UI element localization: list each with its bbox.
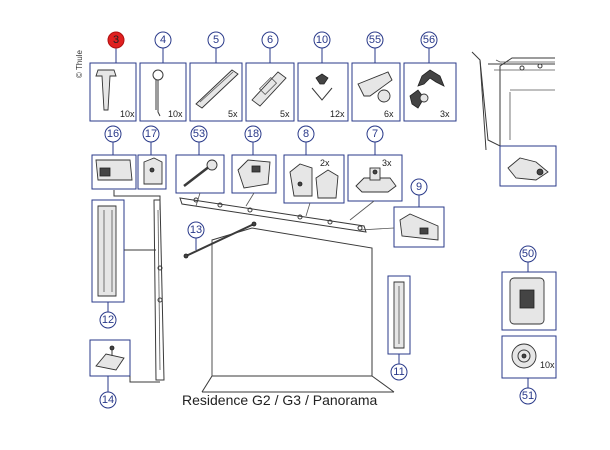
part-9-group: 9 — [393, 178, 445, 248]
part-56-group: 56 3x — [409, 31, 450, 119]
brand-label: © Thule — [75, 49, 84, 78]
callout-18-label: 18 — [247, 128, 259, 140]
part-3-group: 3 10x — [95, 31, 135, 119]
leg-pole — [153, 199, 165, 381]
callout-13-label: 13 — [190, 224, 202, 236]
callout-11-circle[interactable] — [390, 363, 408, 381]
part-51-group: 10x 51 — [501, 335, 557, 405]
callout-11-label: 11 — [393, 366, 404, 378]
callout-17-label: 17 — [145, 128, 157, 140]
qty-7: 3x — [382, 158, 392, 168]
callout-14-label: 14 — [102, 394, 114, 406]
callout-50-label: 50 — [522, 248, 534, 260]
callout-5-label: 5 — [213, 34, 219, 46]
part-10-group: 10 12x — [311, 31, 345, 119]
clip-icon — [315, 73, 329, 85]
qty-56: 3x — [440, 109, 450, 119]
callout-8-circle[interactable] — [297, 125, 315, 143]
callout-53-circle[interactable] — [190, 125, 208, 143]
qty-10: 12x — [330, 109, 345, 119]
part-12-group: 12 — [91, 199, 156, 329]
callout-10-label: 10 — [316, 34, 328, 46]
qty-55: 6x — [384, 109, 394, 119]
callout-56-label: 56 — [423, 34, 435, 46]
end-bracket-icon — [399, 213, 439, 241]
strap-icon — [251, 71, 287, 107]
callout-55-label: 55 — [369, 34, 381, 46]
wall-mount-icon — [237, 159, 271, 189]
part-4-group: 4 10x — [152, 31, 183, 119]
roller-bar — [179, 197, 367, 233]
callout-4-circle[interactable] — [154, 31, 172, 49]
callout-4-label: 4 — [160, 34, 166, 46]
part-17-group: 17 — [137, 125, 167, 190]
end-cover-icon — [289, 163, 313, 197]
callout-56-circle[interactable] — [420, 31, 438, 49]
bracket-icon — [357, 71, 393, 97]
caravan-fragment — [471, 51, 555, 151]
callout-53-label: 53 — [193, 128, 205, 140]
callout-7-circle[interactable] — [366, 125, 384, 143]
callout-16-circle[interactable] — [104, 125, 122, 143]
part-53-group: 53 — [175, 125, 225, 194]
callout-5-circle[interactable] — [207, 31, 225, 49]
callout-6-circle[interactable] — [261, 31, 279, 49]
rafter-arm-icon — [185, 223, 255, 257]
part-18-group: 18 — [231, 125, 277, 194]
eye-bolt-icon — [206, 159, 218, 171]
callout-16-label: 16 — [107, 128, 119, 140]
part-16-group: 16 — [91, 125, 161, 210]
callout-51-label: 51 — [522, 390, 534, 402]
callout-7-label: 7 — [372, 128, 378, 140]
qty-4: 10x — [168, 109, 183, 119]
diagram-title: Residence G2 / G3 / Panorama — [182, 392, 378, 408]
qty-8: 2x — [320, 158, 330, 168]
qty-5: 5x — [228, 109, 238, 119]
callout-6-label: 6 — [267, 34, 273, 46]
callout-12-circle[interactable] — [99, 311, 117, 329]
callout-18-circle[interactable] — [244, 125, 262, 143]
peg-icon — [95, 69, 117, 111]
callout-13-circle[interactable] — [187, 221, 205, 239]
qty-51: 10x — [540, 360, 555, 370]
callout-50-circle[interactable] — [519, 245, 537, 263]
part-5-group: 5 5x — [195, 31, 239, 119]
part-6-group: 6 5x — [251, 31, 290, 119]
part-13-group: 13 — [183, 221, 257, 259]
callout-55-circle[interactable] — [366, 31, 384, 49]
awning-fabric — [201, 227, 395, 393]
callout-3-label: 3 — [113, 34, 119, 46]
part-8-group: 8 2x — [283, 125, 345, 204]
part-14-group: 14 — [89, 339, 160, 409]
part-connector-upper-right — [499, 145, 557, 187]
part-55-group: 55 6x — [357, 31, 394, 119]
callout-14-circle[interactable] — [99, 391, 117, 409]
callout-8-label: 8 — [303, 128, 309, 140]
foot-plate-icon — [95, 353, 125, 371]
base-plate-icon — [355, 177, 397, 193]
callout-3-circle[interactable] — [107, 31, 125, 49]
callout-17-circle[interactable] — [142, 125, 160, 143]
callout-9-circle[interactable] — [410, 178, 428, 196]
callout-10-circle[interactable] — [313, 31, 331, 49]
callout-51-circle[interactable] — [519, 387, 537, 405]
part-11-group: 11 — [387, 275, 411, 381]
wall-rail-icon — [97, 205, 117, 297]
qty-6: 5x — [280, 109, 290, 119]
tie-down-icon — [417, 69, 445, 87]
callout-9-label: 9 — [416, 181, 422, 193]
part-50-group: 50 — [501, 245, 557, 331]
qty-3: 10x — [120, 109, 135, 119]
rail-piece-icon — [195, 69, 239, 109]
callout-12-label: 12 — [102, 314, 114, 326]
part-7-group: 7 3x — [347, 125, 403, 202]
